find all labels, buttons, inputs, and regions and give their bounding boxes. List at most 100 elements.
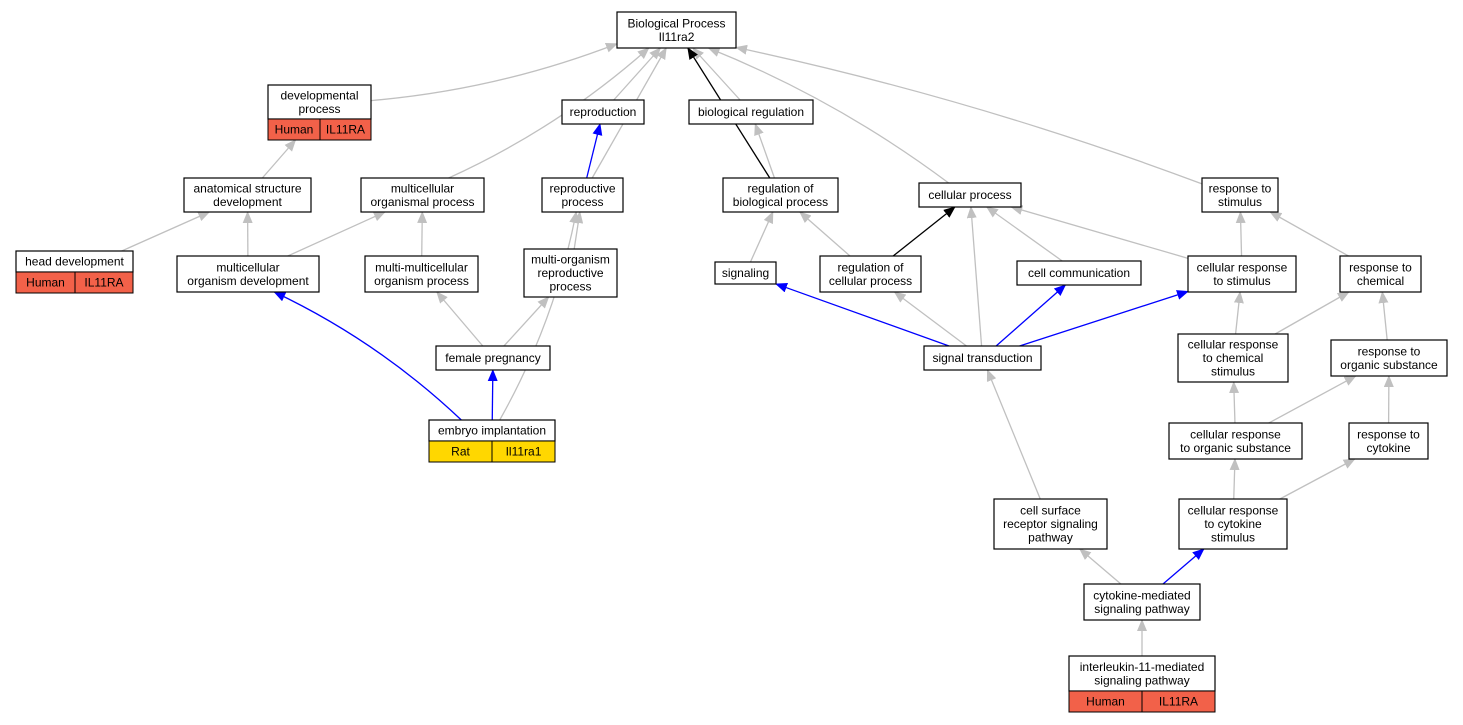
node-mod-box	[176, 255, 320, 293]
node-cc-label-line: cell communication	[1028, 266, 1130, 280]
node-dev-gene-label: IL11RA	[326, 123, 365, 137]
node-repro[interactable]: reproduction	[561, 99, 645, 125]
node-cros-label-line: cellular response	[1190, 427, 1281, 441]
node-crcs-label-line: stimulus	[1211, 365, 1255, 379]
node-st-box	[923, 345, 1042, 371]
node-cc[interactable]: cell communication	[1016, 260, 1142, 286]
node-crcy-box	[1178, 498, 1288, 550]
edge-ros-to-rtc	[1378, 291, 1389, 341]
node-ei-species-label: Rat	[451, 445, 470, 459]
node-mmop-label-line: multi-multicellular	[375, 260, 468, 274]
edge-st-to-crs	[1019, 290, 1189, 347]
edge-crcs-to-rtc	[1274, 291, 1350, 335]
edge-crcy-to-rcyt	[1279, 458, 1356, 500]
node-morp-box	[523, 248, 618, 298]
node-mod-label-line: organism development	[187, 274, 309, 288]
node-cros-box	[1168, 422, 1303, 460]
node-dev-gene-cell	[319, 118, 372, 141]
node-crcs-label-line: to chemical	[1203, 351, 1264, 365]
node-repro-label-line: reproduction	[570, 105, 637, 119]
edge-crs-to-rts	[1235, 211, 1246, 257]
node-csr-label-line: pathway	[1028, 531, 1073, 545]
edge-cmsp-to-csr	[1079, 548, 1122, 585]
node-cros-label-line: to organic substance	[1180, 441, 1291, 455]
node-csr-box	[993, 498, 1108, 550]
node-rp-box	[541, 177, 624, 213]
node-rtc-label-line: response to	[1349, 260, 1412, 274]
node-crs-box	[1187, 255, 1297, 293]
edge-rtc-to-rts	[1269, 211, 1349, 257]
node-mop-box	[360, 177, 485, 213]
node-rts-label-line: stimulus	[1218, 195, 1262, 209]
node-rts-label-line: response to	[1209, 181, 1272, 195]
node-il11-gene-label: IL11RA	[1159, 695, 1198, 709]
edge-rbp-to-bioreg	[754, 123, 776, 179]
node-crcy-label-line: to cytokine	[1204, 517, 1262, 531]
node-crs-label-line: to stimulus	[1213, 274, 1270, 288]
edge-rp-to-repro	[586, 123, 603, 179]
edge-cmsp-to-crcy	[1162, 548, 1205, 585]
edge-cros-to-crcs	[1229, 381, 1240, 424]
node-il11-gene-cell	[1141, 690, 1216, 713]
node-cp-box	[918, 182, 1022, 208]
edge-crcs-to-crs	[1233, 291, 1244, 335]
node-rcyt-box	[1348, 422, 1429, 460]
node-rcp-label-line: regulation of	[837, 260, 904, 274]
edge-hd-to-asd	[121, 211, 211, 252]
node-bp-label-line: Biological Process	[627, 16, 725, 30]
node-morp-label-line: multi-organism	[531, 253, 610, 267]
node-fp-box	[435, 345, 551, 371]
node-rbp-label-line: regulation of	[747, 181, 814, 195]
node-mop-label-line: multicellular	[391, 181, 454, 195]
node-st[interactable]: signal transduction	[923, 345, 1042, 371]
node-hd-species-label: Human	[26, 276, 65, 290]
node-rcp-label-line: cellular process	[829, 274, 912, 288]
node-bp-box	[616, 11, 737, 49]
node-asd-label-line: anatomical structure	[193, 181, 301, 195]
node-fp[interactable]: female pregnancy	[435, 345, 551, 371]
node-sig[interactable]: signaling	[714, 261, 777, 285]
node-rp-label-line: reproductive	[549, 181, 615, 195]
edge-sig-to-rbp	[749, 211, 774, 263]
node-cp[interactable]: cellular process	[918, 182, 1022, 208]
node-st-label-line: signal transduction	[932, 351, 1032, 365]
node-rtc-label-line: chemical	[1357, 274, 1404, 288]
node-mmop-label-line: organism process	[374, 274, 469, 288]
edge-crcy-to-cros	[1229, 458, 1240, 500]
node-hd-gene-cell	[74, 271, 134, 294]
edge-rcp-to-rbp	[799, 211, 851, 257]
node-cmsp-box	[1083, 583, 1201, 621]
edge-cp-to-bp	[707, 47, 950, 184]
node-crcy-label-line: cellular response	[1188, 504, 1279, 518]
node-mop-label-line: organismal process	[370, 195, 474, 209]
edge-cros-to-ros	[1268, 375, 1357, 424]
edge-cc-to-cp	[985, 206, 1063, 262]
node-ei-gene-label: Il11ra1	[506, 445, 542, 459]
node-bioreg[interactable]: biological regulation	[688, 99, 814, 125]
